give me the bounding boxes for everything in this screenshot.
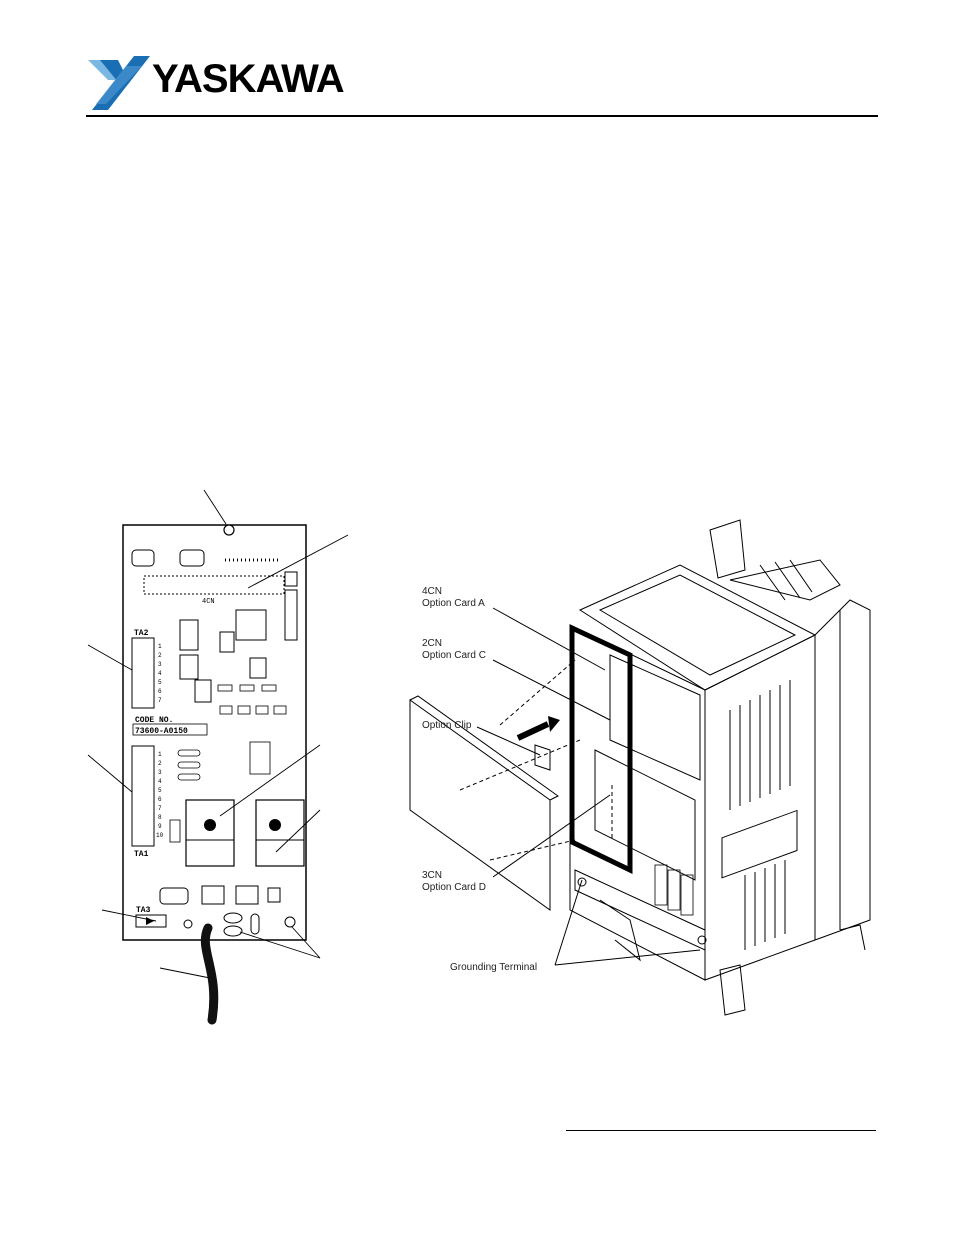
grounding-terminal-screw-icon — [577, 877, 587, 887]
relay-1 — [185, 799, 235, 867]
svg-text:10: 10 — [156, 832, 164, 839]
drive-front-face — [569, 624, 706, 981]
drive-side-face — [704, 634, 816, 981]
option-card-frame — [569, 624, 633, 874]
svg-text:7: 7 — [158, 697, 162, 704]
connector-4cn-label: 4CN — [202, 598, 215, 606]
front-cover-plate — [409, 699, 551, 911]
logo-mark-icon — [88, 56, 150, 110]
callout-4cn: 4CN Option Card A — [422, 586, 485, 609]
option-card-pcb-diagram: 4CN TA2 1 2 3 4 5 6 7 CODE NO. 73600- — [80, 480, 360, 1040]
svg-text:5: 5 — [158, 679, 162, 686]
callout-option-clip: Option Clip — [422, 720, 472, 731]
svg-text:6: 6 — [158, 796, 162, 803]
svg-text:6: 6 — [158, 688, 162, 695]
callout-2cn: 2CN Option Card C — [422, 638, 486, 661]
svg-text:7: 7 — [158, 805, 162, 812]
drive-unit-diagram: 4CN Option Card A 2CN Option Card C Opti… — [400, 510, 890, 1020]
svg-text:1: 1 — [158, 751, 162, 758]
svg-text:2: 2 — [158, 652, 162, 659]
svg-text:5: 5 — [158, 787, 162, 794]
option-clip — [534, 744, 551, 771]
svg-text:1: 1 — [158, 643, 162, 650]
header-rule — [86, 115, 878, 117]
insert-direction-arrow-icon — [516, 716, 560, 741]
terminal-ta1-label: TA1 — [134, 850, 149, 859]
footer-rule — [566, 1130, 876, 1131]
svg-text:4: 4 — [158, 778, 162, 785]
grounding-terminal-screw-icon — [697, 935, 707, 945]
code-number-label: CODE NO. — [135, 716, 173, 725]
svg-text:2: 2 — [158, 760, 162, 767]
yaskawa-logo: YASKAWA — [86, 52, 376, 114]
terminal-block-ta2 — [131, 637, 155, 709]
svg-text:9: 9 — [158, 823, 162, 830]
relay-2 — [255, 799, 305, 867]
svg-text:8: 8 — [158, 814, 162, 821]
terminal-ta3-label: TA3 — [136, 906, 151, 915]
svg-text:4: 4 — [158, 670, 162, 677]
code-number-value: 73600-A0150 — [135, 727, 188, 736]
svg-text:3: 3 — [158, 661, 162, 668]
ground-screw-icon — [284, 916, 296, 928]
terminal-block-ta1 — [131, 745, 155, 847]
callout-grounding-terminal: Grounding Terminal — [450, 962, 538, 973]
brand-name: YASKAWA — [152, 57, 344, 101]
ground-cable — [200, 923, 219, 1025]
terminal-ta2-label: TA2 — [134, 629, 149, 638]
connector-4cn — [143, 575, 285, 595]
svg-text:3: 3 — [158, 769, 162, 776]
callout-3cn: 3CN Option Card D — [422, 870, 486, 893]
mounting-hole-icon — [223, 524, 235, 536]
